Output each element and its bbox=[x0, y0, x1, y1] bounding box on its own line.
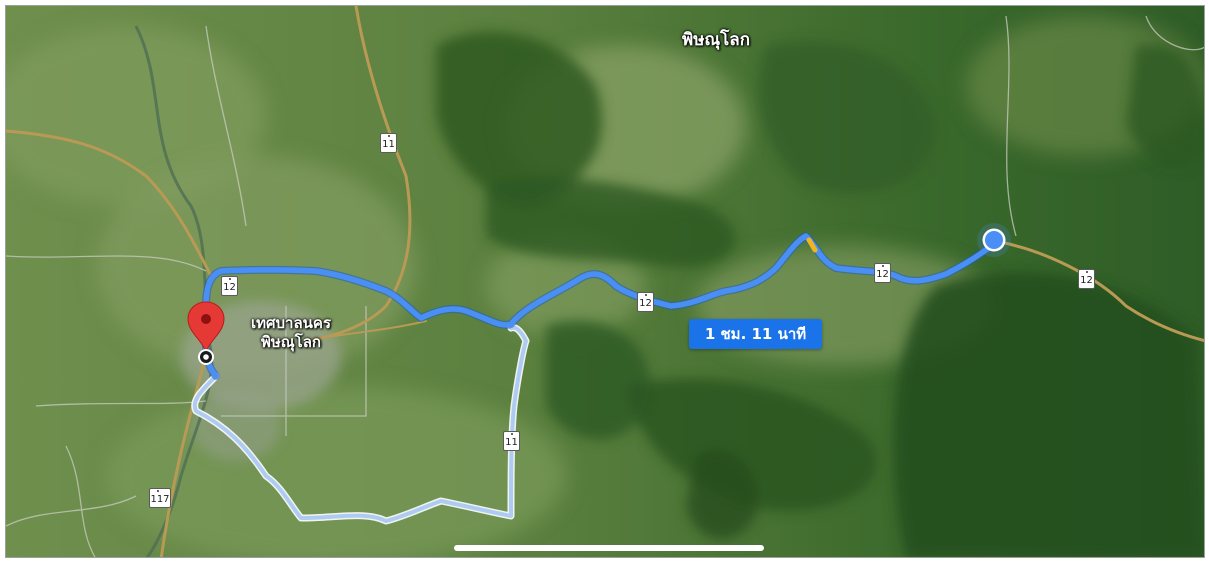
highway-shield-12: 12 bbox=[637, 292, 654, 312]
traffic-segment bbox=[806, 237, 818, 253]
city-label: เทศบาลนคร พิษณุโลก bbox=[231, 314, 351, 352]
highway-shield-12: 12 bbox=[1078, 269, 1095, 289]
mountain-forests bbox=[436, 31, 1204, 557]
highway-shield-12: 12 bbox=[221, 276, 238, 296]
highway-shield-11: 11 bbox=[503, 431, 520, 451]
red-map-pin-icon[interactable] bbox=[187, 301, 225, 365]
primary-route[interactable] bbox=[202, 233, 997, 379]
minor-roads bbox=[6, 15, 1204, 557]
highway-shield-12: 12 bbox=[874, 263, 891, 283]
city-label-text: เทศบาลนคร พิษณุโลก bbox=[250, 314, 332, 351]
alternate-route[interactable] bbox=[192, 325, 528, 523]
home-indicator[interactable] bbox=[454, 545, 764, 551]
region-label: พิษณุโลก bbox=[681, 30, 751, 50]
highway-shield-117: 117 bbox=[149, 488, 171, 508]
route-duration-callout[interactable]: 1 ชม. 11 นาที bbox=[689, 319, 822, 349]
map-canvas[interactable] bbox=[6, 6, 1205, 558]
highway-shield-11: 11 bbox=[380, 133, 397, 153]
satellite-map[interactable]: พิษณุโลก เทศบาลนคร พิษณุโลก 11 12 12 12 … bbox=[5, 5, 1205, 558]
blue-location-dot-icon[interactable] bbox=[977, 223, 1011, 257]
